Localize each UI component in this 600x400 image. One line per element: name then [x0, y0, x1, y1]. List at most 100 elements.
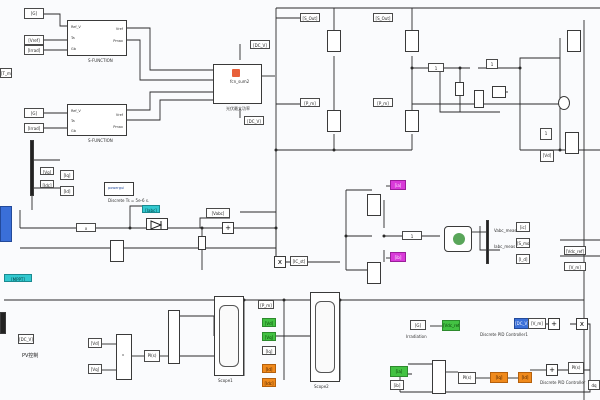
tag-vabc[interactable]: 1: [540, 128, 552, 140]
port-label: Ref_V: [71, 109, 81, 113]
boost-switch[interactable]: [110, 240, 124, 262]
pv-array-block[interactable]: [0, 206, 12, 242]
tag-bottom-3[interactable]: [Vq]: [88, 364, 102, 374]
tag-orange-3[interactable]: [Iq]: [490, 372, 508, 383]
igbt-switch-1[interactable]: [327, 30, 341, 52]
tag-vabc-mid[interactable]: [Vabc]: [206, 208, 230, 218]
sum-block-3[interactable]: x: [576, 318, 588, 330]
tag-sum-in-1[interactable]: [P_m]: [258, 300, 274, 309]
tag-vq[interactable]: [Vq]: [40, 167, 54, 175]
scope-icon: [315, 301, 335, 373]
scope-2[interactable]: [310, 292, 340, 382]
tag-green-4[interactable]: [ia]: [390, 366, 408, 377]
tag-bottom-1[interactable]: [DC_V]: [18, 334, 34, 344]
pi-block-3[interactable]: PI(s): [568, 362, 584, 374]
pi-block-2[interactable]: PI(s): [458, 372, 476, 384]
tag-bottom-2[interactable]: [Vd]: [88, 338, 102, 348]
resistor-block[interactable]: [474, 90, 484, 108]
igbt-switch-2[interactable]: [405, 30, 419, 52]
tag-in-2[interactable]: [ib]: [390, 380, 404, 390]
port-label: Ta: [71, 36, 75, 40]
machine-block[interactable]: [444, 226, 472, 252]
tag-vdc-ref[interactable]: [Vdc_ref]: [564, 246, 586, 255]
input-tag-irrad[interactable]: [Irrad]: [24, 45, 44, 55]
tag-iq[interactable]: [Iq]: [60, 170, 74, 180]
port-label: Pmax: [113, 125, 123, 129]
tag-gate-2[interactable]: [ib]: [390, 252, 406, 262]
tag-id[interactable]: [Id]: [60, 186, 74, 196]
igbt-switch-6[interactable]: [565, 132, 579, 154]
meter-block[interactable]: [492, 86, 506, 98]
gain-block[interactable]: 1: [486, 59, 498, 69]
tag-pm2[interactable]: [P_m]: [373, 98, 393, 107]
input-tag-irrad2[interactable]: [Irrad]: [24, 123, 44, 133]
mux-label: x: [122, 353, 125, 357]
output-tag-dcv2[interactable]: [DC_V]: [244, 116, 264, 125]
inverter-switch-1[interactable]: [367, 194, 381, 216]
tag-irradiation[interactable]: [G]: [410, 320, 426, 330]
tag-green-3[interactable]: [Vdc_ref]: [442, 320, 460, 331]
gain-ic[interactable]: x: [274, 256, 286, 268]
capacitor-block[interactable]: [455, 82, 464, 96]
fcn-block[interactable]: fcn_sum2: [213, 64, 262, 104]
vabc-meas-label: Vabc_meas: [494, 228, 517, 233]
tag-ic[interactable]: [ic]: [516, 222, 530, 232]
tag-id-right[interactable]: [I_d]: [516, 254, 530, 264]
input-tag-g[interactable]: [G]: [24, 8, 44, 19]
product-block[interactable]: [432, 360, 446, 394]
sum-block-2[interactable]: +: [548, 318, 560, 330]
powergui-block[interactable]: powergui: [104, 182, 134, 196]
tag-idc[interactable]: [Idc]: [40, 180, 54, 188]
scope-1[interactable]: [214, 296, 244, 376]
inverter-switch-2[interactable]: [367, 262, 381, 284]
tag-green-2[interactable]: [Vq]: [262, 332, 276, 341]
tag-pm[interactable]: [P_m]: [300, 98, 320, 107]
input-tag-vref[interactable]: [Vref]: [24, 35, 44, 45]
tag-vm[interactable]: [V_m]: [564, 262, 586, 271]
fcn-title: fcn_sum2: [230, 79, 250, 84]
mux-block[interactable]: x: [116, 334, 132, 380]
tag-sum-in-2[interactable]: [Iq]: [262, 346, 276, 355]
tag-gate-1[interactable]: [ia]: [390, 180, 406, 190]
igbt-switch-4[interactable]: [405, 110, 419, 132]
tag-inductor-mid[interactable]: x: [76, 223, 96, 232]
pv-control-block[interactable]: [0, 312, 6, 334]
bus-selector[interactable]: [30, 140, 34, 196]
tag-green-1[interactable]: [Vd]: [262, 318, 276, 327]
capacitor-mid[interactable]: [198, 236, 206, 250]
voltage-source-block[interactable]: [558, 96, 570, 110]
filter-inductor[interactable]: 1: [402, 231, 422, 240]
tag-sout2[interactable]: [S_Out]: [373, 13, 393, 22]
igbt-switch-5[interactable]: [567, 30, 581, 52]
input-tag-tm[interactable]: [T_m]: [0, 68, 12, 78]
port-label: Ref_V: [71, 25, 81, 29]
port-label: Pmax: [113, 39, 123, 43]
tag-sout[interactable]: [S_Out]: [300, 13, 320, 22]
bus-creator-bottom[interactable]: [168, 310, 180, 364]
tag-orange-1[interactable]: [Id]: [262, 364, 276, 373]
pv-subsystem-upper[interactable]: Ref_V Ta Gb Vref Pmax: [67, 20, 127, 56]
tag-orange-2[interactable]: [Idc]: [262, 378, 276, 387]
bus-selector-right[interactable]: [486, 220, 489, 264]
pid-label-2: Discrete PID Controller: [540, 380, 586, 385]
pi-block-1[interactable]: PI(s): [144, 350, 160, 362]
pv-subsystem-lower[interactable]: Ref_V Ta Gb Vref Pmax: [67, 104, 127, 136]
tag-smode[interactable]: [S_mode]: [516, 238, 530, 248]
powergui-text: powergui: [108, 186, 125, 190]
tag-blue-2[interactable]: [V_m]: [528, 318, 546, 329]
output-tag-dcv[interactable]: [DC_V]: [250, 40, 270, 49]
tag-mppt[interactable]: [MPPT]: [4, 274, 32, 282]
tag-vd[interactable]: [Vd]: [540, 150, 554, 162]
tag-dq[interactable]: dq: [588, 380, 600, 390]
input-tag-g2[interactable]: [G]: [24, 108, 44, 118]
diode-block[interactable]: [146, 218, 168, 230]
port-label: Vref: [115, 27, 123, 31]
sum-block-1[interactable]: +: [222, 222, 234, 234]
tag-orange-4[interactable]: [Id]: [518, 372, 532, 383]
tag-iabc[interactable]: [Iabc]: [142, 205, 160, 213]
igbt-switch-3[interactable]: [327, 110, 341, 132]
inductor-block[interactable]: 1: [428, 63, 444, 72]
tag-icst[interactable]: [IC_st]: [290, 256, 308, 266]
sum-block-4[interactable]: +: [546, 364, 558, 376]
